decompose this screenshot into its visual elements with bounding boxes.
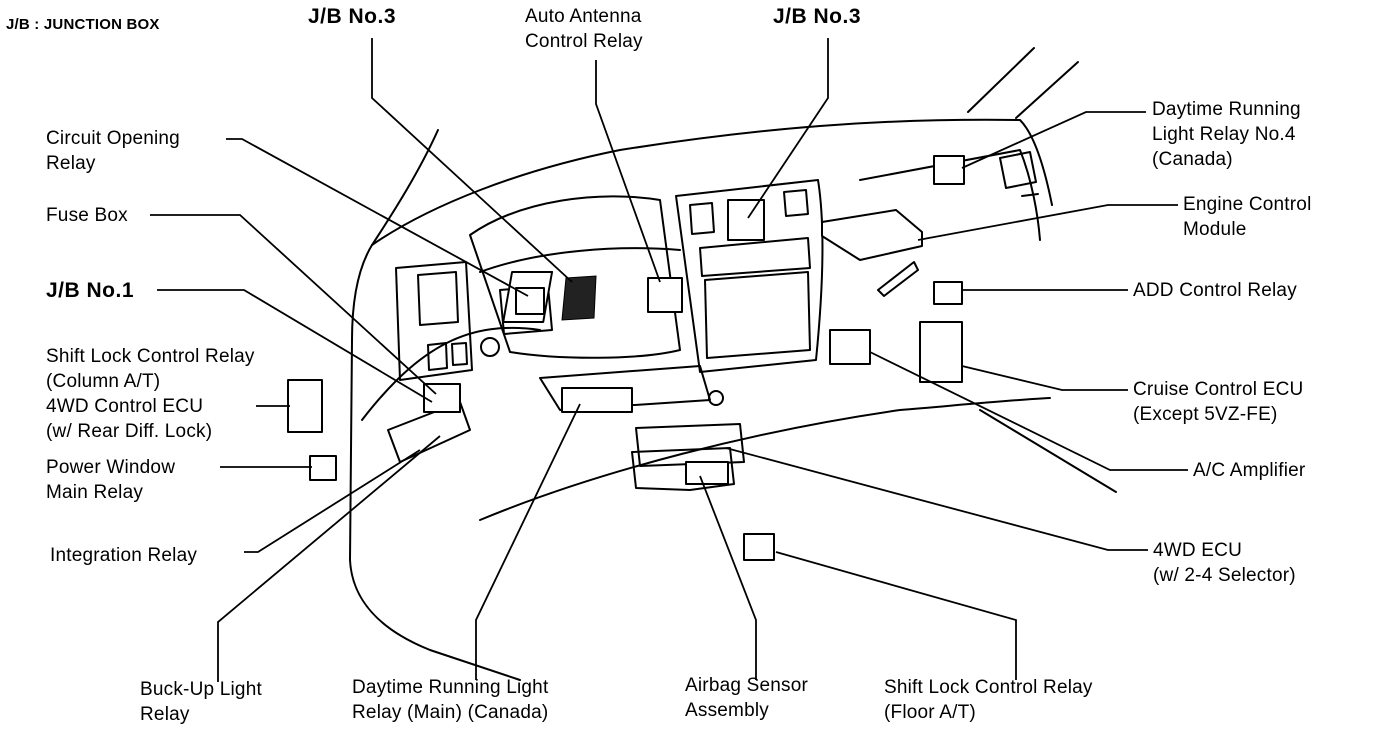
label-line: (Except 5VZ-FE) bbox=[1133, 404, 1278, 425]
label-line: J/B No.3 bbox=[773, 5, 862, 28]
fuse-box-part bbox=[423, 383, 461, 413]
shift-lock-floor-part bbox=[743, 533, 775, 561]
label-line: Shift Lock Control Relay bbox=[46, 346, 255, 367]
label-line: Daytime Running bbox=[1152, 99, 1301, 120]
label-line: Auto Antenna bbox=[525, 6, 642, 27]
shift-lock-col-part bbox=[287, 379, 323, 433]
add-relay-part bbox=[933, 281, 963, 305]
label-line: (Canada) bbox=[1152, 149, 1233, 170]
label-line: A/C Amplifier bbox=[1193, 460, 1306, 481]
label-line: Module bbox=[1183, 219, 1247, 240]
label-jb3-right: J/B No.3 bbox=[773, 4, 861, 29]
label-line: Fuse Box bbox=[46, 205, 128, 226]
drl-main-relay-part bbox=[561, 387, 633, 413]
label-line: 4WD Control ECU bbox=[46, 396, 204, 417]
leader-lines bbox=[150, 38, 1188, 682]
label-line: Shift Lock Control Relay bbox=[884, 677, 1093, 698]
components bbox=[287, 155, 965, 561]
antenna-relay-part bbox=[647, 277, 683, 313]
label-line: Circuit Opening bbox=[46, 128, 180, 149]
ecm-part bbox=[821, 209, 923, 261]
label-shift-lock-column: Shift Lock Control Relay (Column A/T) 4WD … bbox=[46, 344, 255, 444]
label-line: Light Relay No.4 bbox=[1152, 124, 1296, 145]
label-line: Power Window bbox=[46, 457, 176, 478]
label-line: Control Relay bbox=[525, 31, 643, 52]
label-line: Assembly bbox=[685, 700, 769, 721]
label-line: Relay bbox=[46, 153, 96, 174]
label-line: 4WD ECU bbox=[1153, 540, 1243, 561]
power-window-relay-part bbox=[309, 455, 337, 481]
jb3-right-part bbox=[727, 199, 765, 241]
ac-amplifier-part bbox=[829, 329, 871, 365]
airbag-sensor-part bbox=[685, 461, 729, 485]
label-line: (Column A/T) bbox=[46, 371, 161, 392]
label-line: Relay (Main) (Canada) bbox=[352, 702, 549, 723]
label-line: Cruise Control ECU bbox=[1133, 379, 1304, 400]
label-line: ADD Control Relay bbox=[1133, 280, 1297, 301]
label-line: Buck-Up Light bbox=[140, 679, 262, 700]
label-line: (Floor A/T) bbox=[884, 702, 976, 723]
label-integration-relay: Integration Relay bbox=[50, 543, 197, 568]
label-shift-lock-floor: Shift Lock Control Relay (Floor A/T) bbox=[884, 675, 1093, 725]
drl4-relay-part bbox=[933, 155, 965, 185]
label-jb3-left: J/B No.3 bbox=[308, 4, 396, 29]
dashboard-outline bbox=[349, 47, 1117, 681]
diagram-header: J/B : JUNCTION BOX bbox=[6, 16, 160, 33]
label-add-control-relay: ADD Control Relay bbox=[1133, 278, 1297, 303]
label-line: Engine Control bbox=[1183, 194, 1312, 215]
label-cruise-control-ecu: Cruise Control ECU (Except 5VZ-FE) bbox=[1133, 377, 1303, 427]
label-4wd-ecu: 4WD ECU (w/ 2-4 Selector) bbox=[1153, 538, 1296, 588]
label-line: Airbag Sensor bbox=[685, 675, 809, 696]
label-ac-amplifier: A/C Amplifier bbox=[1193, 458, 1305, 483]
label-line: J/B No.3 bbox=[308, 5, 397, 28]
label-line: Main Relay bbox=[46, 482, 144, 503]
label-line: J/B No.1 bbox=[46, 279, 135, 302]
label-line: Integration Relay bbox=[50, 545, 198, 566]
label-line: (w/ Rear Diff. Lock) bbox=[46, 421, 213, 442]
label-jb1: J/B No.1 bbox=[46, 278, 134, 303]
label-fuse-box: Fuse Box bbox=[46, 203, 128, 228]
label-line: (w/ 2-4 Selector) bbox=[1153, 565, 1296, 586]
label-line: Daytime Running Light bbox=[352, 677, 549, 698]
cruise-ecu-part bbox=[919, 321, 963, 383]
label-line: Relay bbox=[140, 704, 190, 725]
